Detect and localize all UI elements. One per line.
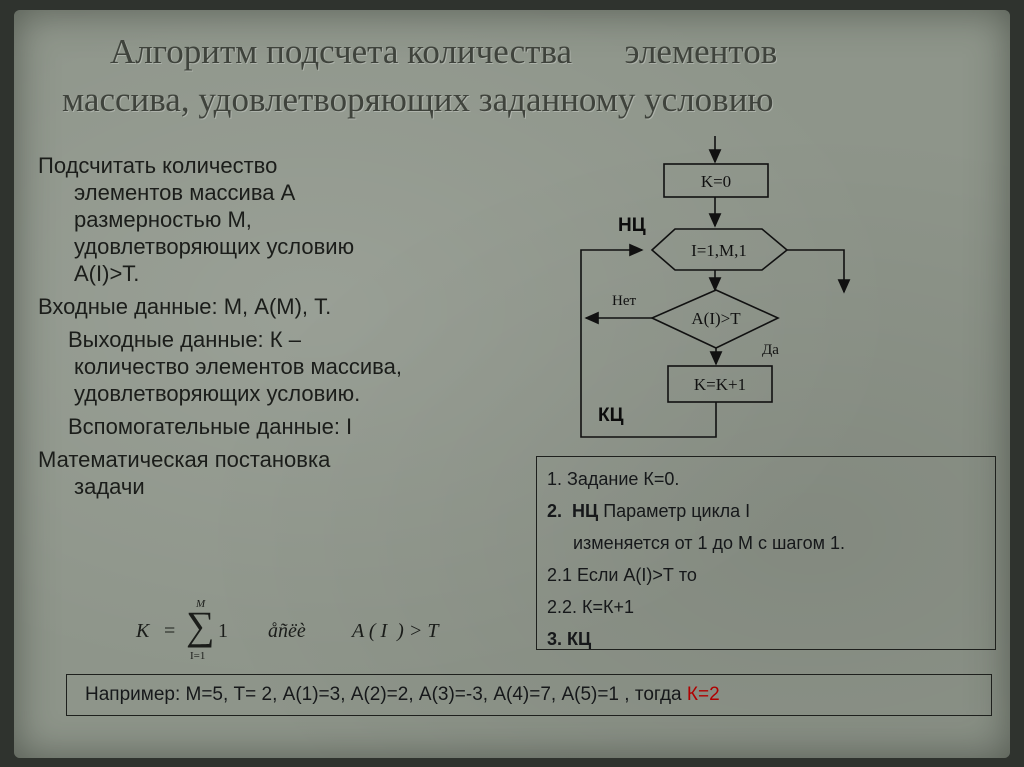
yes-label: Да [762,342,779,358]
task-line-1: Подсчитать количество [38,153,278,178]
loop-start-label: НЦ [618,215,646,236]
task-line-3: размерностью М, [74,207,252,232]
title-line-1: Алгоритм подсчета количества элементов [110,32,778,71]
input-data: Входные данные: М, А(М), Т. [38,294,332,319]
algo-step-2-cont: изменяется от 1 до М с шагом 1. [573,533,845,553]
formula-lower-limit: I=1 [190,650,206,662]
math-line-2: задачи [74,474,145,499]
formula-k: K [136,620,150,642]
slide-title: Алгоритм подсчета количества элементов м… [40,28,984,124]
example-box: Например: М=5, Т= 2, А(1)=3, А(2)=2, А(3… [66,674,992,716]
output-line-3: удовлетворяющих условию. [74,381,361,406]
task-description: Подсчитать количество элементов массива … [38,152,538,506]
init-block [663,163,769,198]
output-data: Выходные данные: К – количество элементо… [38,326,538,407]
action-label: K=K+1 [694,375,746,394]
output-line-2: количество элементов массива, [74,354,402,379]
algo-step-2: 2. НЦ Параметр цикла I [547,495,985,527]
task-line-5: A(I)>T. [74,261,140,286]
algo-step-2-keyword: НЦ [572,501,599,521]
title-line-2: массива, удовлетворяющих заданному услов… [62,80,774,119]
algo-step-3: 3. КЦ [547,623,985,655]
aux-data: Вспомогательные данные: I [68,414,353,439]
math-line-1: Математическая постановка [38,447,331,472]
loop-label: I=1,M,1 [691,241,747,260]
loop-end-label: КЦ [598,405,624,426]
loop-block [650,228,789,271]
task-line-2: элементов массива А [74,180,296,205]
formula-one: 1 [218,620,228,642]
formula-upper-limit: M [196,598,206,610]
example-result: К=2 [686,684,720,705]
slide-background [14,10,1010,758]
output-line-1: Выходные данные: К – [68,327,301,352]
algo-step-2-2: 2.2. К=К+1 [547,597,635,617]
example-text: Например: М=5, Т= 2, А(1)=3, А(2)=2, А(3… [85,684,687,705]
algo-step-1: 1. Задание К=0. [547,469,680,489]
init-label: K=0 [701,172,731,191]
condition-block [650,289,780,349]
formula-condition: A ( I ) > T [352,620,439,642]
task-line-4: удовлетворяющих условию [74,234,355,259]
task-statement: Подсчитать количество элементов массива … [38,152,538,287]
algo-step-2-1: 2.1 Если А(I)>Т то [547,565,697,585]
algo-step-2-num: 2. [547,501,563,521]
formula-sigma: ∑ [186,603,215,648]
algo-step-2-text: Параметр цикла I [598,501,751,521]
algorithm-box: 1. Задание К=0. 2. НЦ Параметр цикла I и… [536,456,996,650]
no-label: Нет [612,293,636,309]
condition-label: A(I)>T [691,309,741,328]
action-block [667,365,773,403]
formula-garbled-word: åñëè [268,620,306,642]
arrow-loop-back [580,243,717,438]
math-statement: Математическая постановка задачи [38,446,538,500]
algo-step-3-num: 3. [547,629,563,649]
formula-eq: = [164,620,176,642]
sum-formula: K = M ∑ I=1 1 åñëè A ( I ) > T [130,598,470,668]
arrow-loop-exit [787,249,851,294]
algo-step-3-keyword: КЦ [567,629,592,649]
